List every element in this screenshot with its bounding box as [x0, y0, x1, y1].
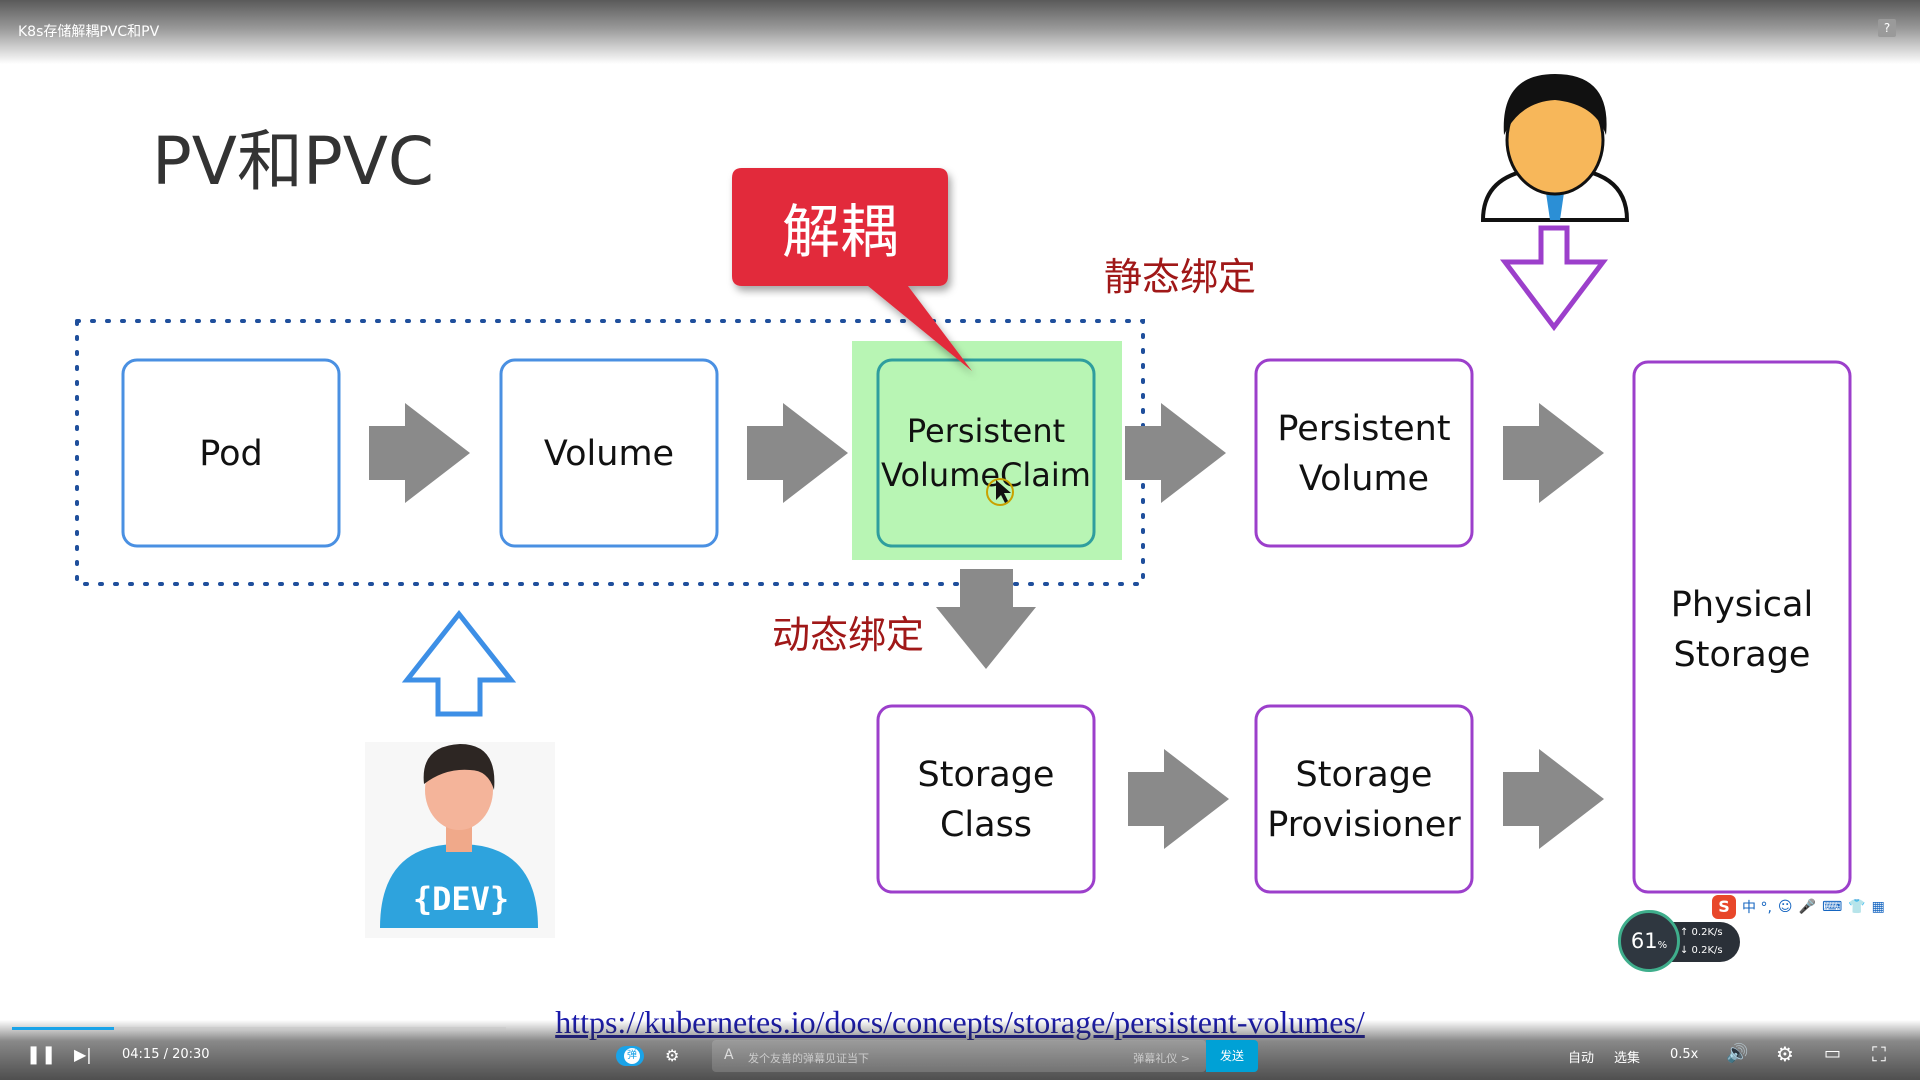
danmaku-placeholder: 发个友善的弹幕见证当下: [748, 1052, 869, 1065]
arrow-pv-to-physical: [1503, 403, 1604, 503]
cpu-unit: %: [1657, 940, 1668, 951]
dev-up-arrow: [401, 609, 517, 717]
ime-skin-icon[interactable]: 👕: [1848, 899, 1866, 915]
physical-storage-label-line2: Storage: [1674, 635, 1811, 675]
cpu-percent: 61: [1630, 929, 1658, 953]
volume-label: Volume: [544, 434, 674, 474]
quality-auto-button[interactable]: 自动: [1568, 1051, 1595, 1066]
player-controls: [0, 1020, 1920, 1080]
ime-toolbar[interactable]: S 中 °, ☺ 🎤 ⌨ 👕 ▦: [1712, 894, 1885, 920]
pvc-box: [876, 358, 1096, 548]
pv-box: [1254, 358, 1474, 548]
pause-icon[interactable]: ❚❚: [26, 1044, 57, 1065]
volume-box: [499, 358, 719, 548]
upload-speed: ↑ 0.2K/s: [1680, 927, 1723, 938]
cursor-icon: [986, 478, 1014, 506]
pv-label-line1: Persistent: [1277, 409, 1450, 449]
send-danmaku-button[interactable]: 发送: [1206, 1040, 1258, 1072]
network-monitor-widget[interactable]: ↑ 0.2K/s ↓ 0.2K/s 61%: [1618, 910, 1740, 972]
ime-mic-icon[interactable]: 🎤: [1798, 899, 1816, 915]
cpu-usage-ring: 61%: [1618, 910, 1680, 972]
speed-button[interactable]: 0.5x: [1670, 1047, 1699, 1062]
help-icon[interactable]: ?: [1878, 19, 1896, 37]
pod-group-dotted-border: [75, 319, 1145, 586]
slide-title: PV和PVC: [152, 123, 434, 200]
pv-label-line2: Volume: [1299, 459, 1429, 499]
danmaku-input[interactable]: A 发个友善的弹幕见证当下 弹幕礼仪 >: [712, 1040, 1206, 1072]
volume-icon[interactable]: 🔊: [1726, 1043, 1749, 1064]
ime-grid-icon[interactable]: ▦: [1871, 899, 1885, 915]
title-bar: K8s存储解耦PVC和PV ?: [0, 0, 1920, 64]
decouple-callout: [732, 168, 972, 371]
download-speed: ↓ 0.2K/s: [1680, 945, 1723, 956]
time-display: 04:15 / 20:30: [122, 1047, 210, 1062]
net-speed-pill: ↑ 0.2K/s ↓ 0.2K/s: [1666, 922, 1740, 962]
arrow-provisioner-to-physical: [1503, 749, 1604, 849]
pod-label: Pod: [199, 434, 263, 474]
static-binding-label: 静态绑定: [1104, 255, 1256, 299]
arrow-pod-to-volume: [369, 403, 470, 503]
progress-fill: [12, 1027, 115, 1030]
danmaku-style-icon[interactable]: A: [724, 1047, 734, 1063]
arrow-volume-to-pvc: [747, 403, 848, 503]
pvc-label-line1: Persistent: [907, 412, 1065, 450]
arrow-pvc-to-pv: [1125, 403, 1226, 503]
storage-class-box: [876, 704, 1096, 894]
danmaku-toggle-icon[interactable]: 弹: [616, 1046, 644, 1066]
physical-storage-box: [1632, 360, 1852, 894]
progress-bar[interactable]: [12, 1027, 506, 1030]
danmaku-settings-icon[interactable]: ⚙: [665, 1046, 680, 1065]
dev-badge-text: {DEV}: [413, 880, 509, 918]
dynamic-binding-label: 动态绑定: [772, 613, 924, 657]
fullscreen-icon[interactable]: ⛶: [1872, 1042, 1886, 1066]
ime-keyboard-icon[interactable]: ⌨: [1821, 899, 1843, 915]
danmaku-etiquette-link[interactable]: 弹幕礼仪 >: [1133, 1052, 1190, 1065]
storage-provisioner-box: [1254, 704, 1474, 894]
callout-text: 解耦: [782, 198, 898, 266]
storage-class-label-line1: Storage: [918, 755, 1055, 795]
ime-emoji-icon[interactable]: ☺: [1777, 899, 1793, 915]
ime-mode[interactable]: 中 °,: [1742, 900, 1772, 916]
video-title: K8s存储解耦PVC和PV: [18, 24, 160, 40]
next-icon[interactable]: ▶|: [74, 1045, 92, 1064]
admin-avatar-icon: [1480, 74, 1630, 222]
storage-provisioner-label-line2: Provisioner: [1267, 805, 1461, 845]
pip-icon[interactable]: ▭: [1824, 1043, 1842, 1064]
arrow-pvc-to-storage-class: [936, 569, 1036, 669]
episodes-button[interactable]: 选集: [1614, 1051, 1641, 1066]
pod-box: [121, 358, 341, 548]
developer-avatar-icon: [365, 742, 555, 938]
settings-icon[interactable]: ⚙: [1776, 1042, 1794, 1066]
arrow-sc-to-provisioner: [1128, 749, 1229, 849]
physical-storage-label-line1: Physical: [1671, 585, 1813, 625]
storage-class-label-line2: Class: [940, 805, 1032, 845]
storage-provisioner-label-line1: Storage: [1296, 755, 1433, 795]
admin-down-arrow: [1499, 225, 1609, 332]
ime-logo-icon[interactable]: S: [1712, 895, 1736, 919]
pvc-label-line2: VolumeClaim: [881, 456, 1091, 494]
